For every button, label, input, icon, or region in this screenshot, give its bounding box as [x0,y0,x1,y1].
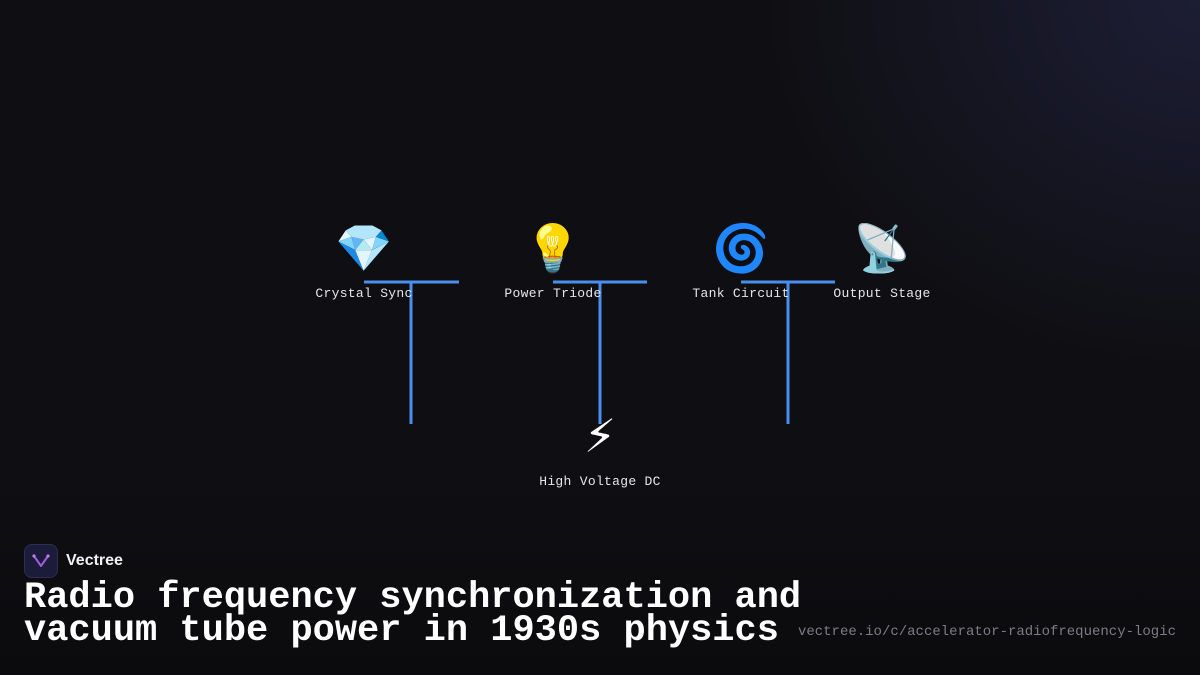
cyclone-icon: 🌀 [712,221,770,275]
node-label: High Voltage DC [539,474,661,489]
node-tank-circuit: 🌀 Tank Circuit [661,222,821,301]
page-title-line-1: Radio frequency synchronization and [24,577,802,619]
satellite-dish-icon: 📡 [853,221,911,275]
node-power-triode: 💡 Power Triode [473,222,633,301]
node-crystal-sync: 💎 Crystal Sync [284,222,444,301]
light-bulb-icon: 💡 [524,221,582,275]
page-title: Radio frequency synchronization and vacu… [24,577,804,652]
source-url-link[interactable]: vectree.io/c/accelerator-radiofrequency-… [797,624,1176,640]
page-title-line-2: vacuum tube power in 1930s physics [24,610,779,652]
node-label: Output Stage [833,286,931,301]
node-label: Tank Circuit [692,286,790,301]
gem-icon: 💎 [335,221,393,275]
brand-name: Vectree [66,552,123,569]
node-label: Power Triode [504,286,602,301]
brand[interactable]: Vectree [24,544,123,578]
vectree-logo-icon [24,544,58,578]
node-high-voltage-dc: ⚡ High Voltage DC [520,410,680,489]
lightning-icon: ⚡ [583,409,617,463]
node-output-stage: 📡 Output Stage [802,222,962,301]
node-label: Crystal Sync [315,286,413,301]
